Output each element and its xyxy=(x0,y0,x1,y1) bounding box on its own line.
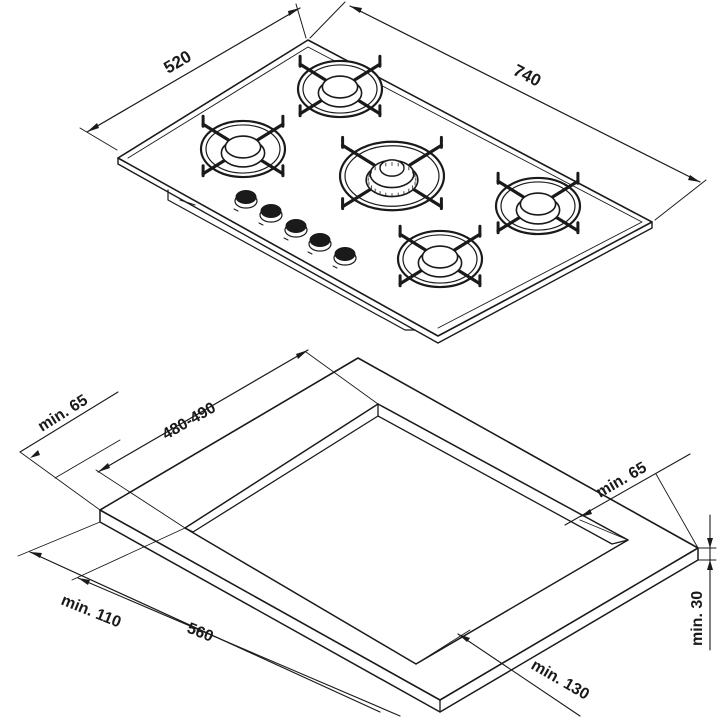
grate-arm xyxy=(496,179,525,199)
cutout-drawing: min. 65 480-490 min. 65 min. 30 xyxy=(17,349,717,717)
burner-grate-inner xyxy=(500,181,576,231)
knob-indicator xyxy=(233,208,239,212)
knob-top xyxy=(334,247,356,261)
hob-width-label: 740 xyxy=(510,61,544,91)
grate-arm xyxy=(298,62,327,82)
grate-arm xyxy=(551,179,580,199)
grate-arm xyxy=(408,143,443,167)
burner-rear-left xyxy=(296,54,384,119)
burner-front-right xyxy=(494,171,582,236)
burner-right xyxy=(396,224,484,289)
knob-indicator xyxy=(307,251,313,255)
grate-arm xyxy=(341,143,376,167)
grate-arm xyxy=(353,62,382,82)
hob-body-detail xyxy=(179,199,196,206)
grate-arm xyxy=(341,185,376,209)
countertop-thickness-dimension: min. 30 xyxy=(689,514,717,651)
burner-front-left xyxy=(199,114,287,179)
burner-cap xyxy=(321,75,359,99)
clearance-side-label: min. 65 xyxy=(594,459,650,501)
burner-grate-inner xyxy=(402,234,478,284)
knob-indicator xyxy=(332,265,338,269)
cutout-width-label: 560 xyxy=(185,620,216,646)
burner-grate-inner xyxy=(302,64,378,114)
hob-glass-inner-edge xyxy=(127,46,643,329)
control-knob xyxy=(332,247,357,269)
cutout-inner-wall-side xyxy=(377,415,629,545)
burner-grate-inner xyxy=(205,124,281,174)
knob-indicator xyxy=(283,237,289,241)
hob-body xyxy=(167,189,416,331)
clearance-front-left-label: min. 110 xyxy=(59,592,124,631)
burner-cap xyxy=(421,245,459,269)
control-knob xyxy=(307,233,332,255)
clearance-front-right-label: min. 130 xyxy=(528,657,592,704)
burners xyxy=(199,54,582,289)
control-knobs xyxy=(233,190,357,269)
control-knob xyxy=(233,190,258,212)
knob-indicator xyxy=(258,222,264,226)
burner-center-wok xyxy=(338,135,446,212)
knob-top xyxy=(309,233,331,247)
grate-arm xyxy=(201,122,230,142)
cutout-inner-wall xyxy=(184,403,379,533)
grate-arm xyxy=(408,185,443,209)
hob-drawing: 520 740 xyxy=(79,1,707,344)
grate-arm xyxy=(398,232,427,252)
burner-grate-inner xyxy=(344,145,440,207)
control-knob xyxy=(258,204,283,226)
grate-arm xyxy=(453,232,482,252)
knob-top xyxy=(260,204,282,218)
burner-cap xyxy=(224,135,262,159)
hob-glass-edge xyxy=(117,157,653,344)
control-knob xyxy=(283,219,308,241)
cutout-depth-label: 480-490 xyxy=(160,399,219,443)
knob-top xyxy=(285,219,307,233)
clearance-rear-dimension: min. 65 xyxy=(19,391,121,511)
countertop-thickness-label: min. 30 xyxy=(689,591,706,646)
knob-top xyxy=(235,190,257,204)
burner-cap xyxy=(519,192,557,216)
grate-arm xyxy=(256,122,285,142)
